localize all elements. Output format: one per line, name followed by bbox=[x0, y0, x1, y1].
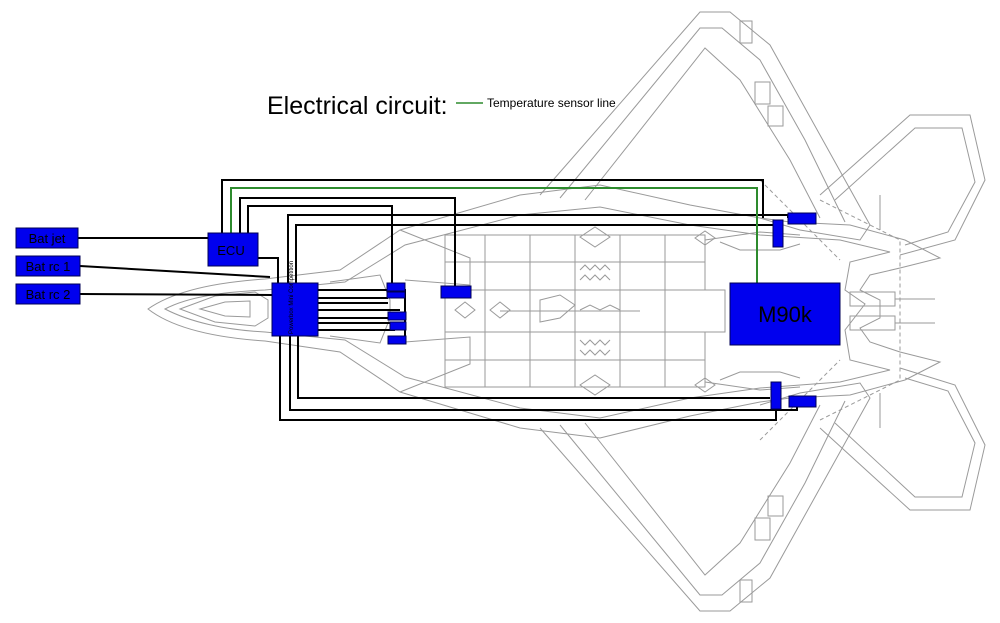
legend-label: Temperature sensor line bbox=[487, 96, 616, 110]
wire-bat-rc1 bbox=[79, 265, 271, 278]
diagram-title: Electrical circuit: bbox=[267, 92, 448, 120]
motor-m90k: M90k bbox=[729, 282, 841, 346]
ecu-box: ECU bbox=[207, 232, 259, 267]
servo-upper-horizontal bbox=[787, 212, 817, 225]
bat-rc2-label: Bat rc 2 bbox=[26, 287, 71, 302]
wire-bat-rc2 bbox=[79, 293, 273, 296]
servo bbox=[387, 335, 407, 345]
servo bbox=[387, 311, 407, 321]
servo-lower-vertical bbox=[770, 381, 782, 410]
bat-jet-label: Bat jet bbox=[29, 231, 66, 246]
bat-rc1-label: Bat rc 1 bbox=[26, 259, 71, 274]
wire-ecu-engine bbox=[221, 179, 764, 233]
servo bbox=[386, 291, 406, 299]
servo-lower-horizontal bbox=[788, 395, 817, 408]
receiver-box bbox=[440, 285, 472, 299]
ecu-label: ECU bbox=[217, 243, 244, 258]
servo bbox=[386, 282, 406, 292]
wiring bbox=[78, 179, 798, 421]
battery-bat-rc1: Bat rc 1 bbox=[15, 255, 81, 277]
servo-cluster bbox=[386, 282, 407, 345]
temperature-sensor-wire bbox=[230, 187, 758, 283]
motor-label: M90k bbox=[758, 302, 813, 327]
servo bbox=[389, 321, 407, 331]
wing-servos bbox=[770, 212, 817, 410]
battery-bat-rc2: Bat rc 2 bbox=[15, 283, 81, 305]
battery-bat-jet: Bat jet bbox=[15, 227, 79, 249]
power-controller-box: Powerbox Mini Competition bbox=[271, 261, 319, 337]
servo-upper-vertical bbox=[772, 219, 784, 248]
controller-label: Powerbox Mini Competition bbox=[289, 261, 295, 334]
